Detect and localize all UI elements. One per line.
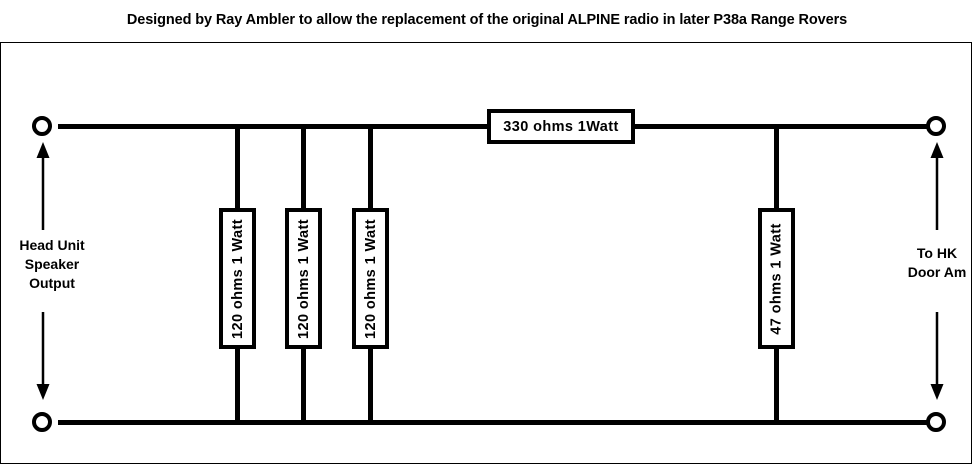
resistor-47-ohm: 47 ohms 1 Watt [758, 208, 795, 349]
top-rail-right-segment [635, 124, 928, 129]
caption-right: To HK Door Am [893, 244, 974, 282]
branch-wire-4-bottom [774, 347, 779, 425]
resistor-label: 120 ohms 1 Watt [295, 218, 312, 339]
branch-wire-3-bottom [368, 347, 373, 425]
arrow-right-down [930, 312, 944, 400]
branch-wire-1-bottom [235, 347, 240, 425]
bottom-rail [58, 420, 928, 425]
resistor-label: 330 ohms 1Watt [503, 118, 619, 135]
branch-wire-3-top [368, 124, 373, 210]
caption-left: Head Unit Speaker Output [0, 236, 104, 293]
arrow-left-up [36, 142, 50, 230]
resistor-label: 120 ohms 1 Watt [362, 218, 379, 339]
terminal-output-positive[interactable] [926, 116, 946, 136]
top-rail-left-segment [58, 124, 487, 129]
diagram-frame [0, 42, 972, 464]
resistor-120-ohm-3: 120 ohms 1 Watt [352, 208, 389, 349]
terminal-input-negative[interactable] [32, 412, 52, 432]
resistor-330-ohm-series: 330 ohms 1Watt [487, 109, 635, 144]
branch-wire-1-top [235, 124, 240, 210]
resistor-120-ohm-1: 120 ohms 1 Watt [219, 208, 256, 349]
caption-right-line-1: To HK [916, 245, 958, 261]
resistor-120-ohm-2: 120 ohms 1 Watt [285, 208, 322, 349]
terminal-output-negative[interactable] [926, 412, 946, 432]
branch-wire-2-top [301, 124, 306, 210]
arrow-left-down [36, 312, 50, 400]
caption-right-line-2: Door Am [907, 263, 967, 280]
caption-left-line-3: Output [29, 274, 75, 291]
branch-wire-2-bottom [301, 347, 306, 425]
diagram-title: Designed by Ray Ambler to allow the repl… [126, 12, 848, 28]
resistor-label: 47 ohms 1 Watt [768, 222, 785, 335]
terminal-input-positive[interactable] [32, 116, 52, 136]
caption-left-line-1: Head Unit [19, 237, 85, 253]
branch-wire-4-top [774, 124, 779, 210]
arrow-right-up [930, 142, 944, 230]
caption-left-line-2: Speaker [24, 255, 80, 272]
resistor-label: 120 ohms 1 Watt [229, 218, 246, 339]
